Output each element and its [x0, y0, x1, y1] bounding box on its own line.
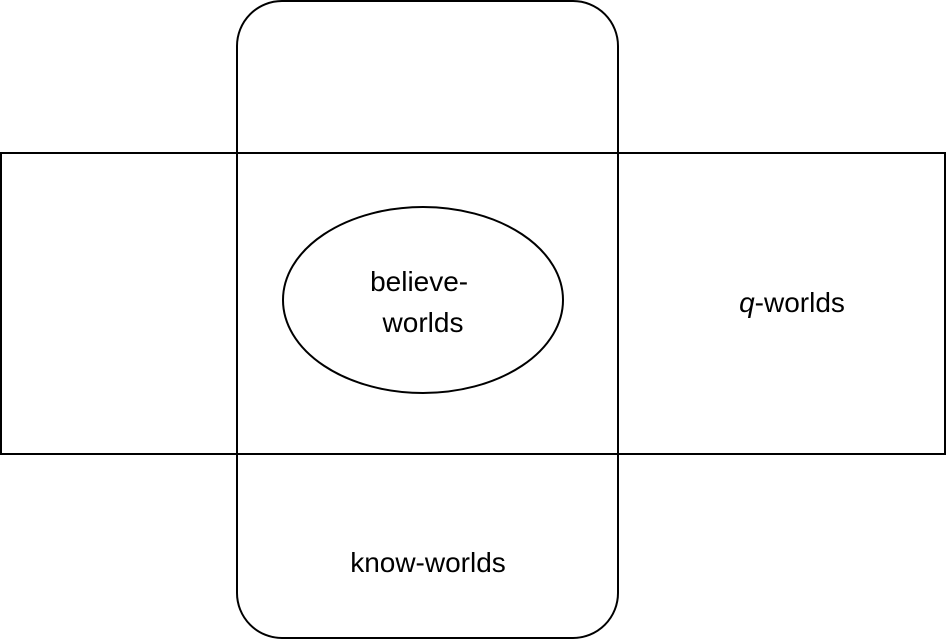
know-worlds-region	[236, 0, 619, 639]
q-worlds-region	[0, 152, 946, 455]
q-worlds-label-italic: q	[739, 287, 755, 318]
believe-label-line2: worlds	[382, 307, 464, 338]
believe-worlds-label: believe- worlds	[370, 266, 476, 338]
believe-label-line1: believe-	[370, 266, 468, 297]
q-worlds-label-rest: -worlds	[755, 287, 845, 318]
believe-worlds-region	[282, 206, 564, 394]
know-worlds-label: know-worlds	[350, 547, 506, 578]
q-worlds-label: q-worlds	[739, 287, 845, 318]
